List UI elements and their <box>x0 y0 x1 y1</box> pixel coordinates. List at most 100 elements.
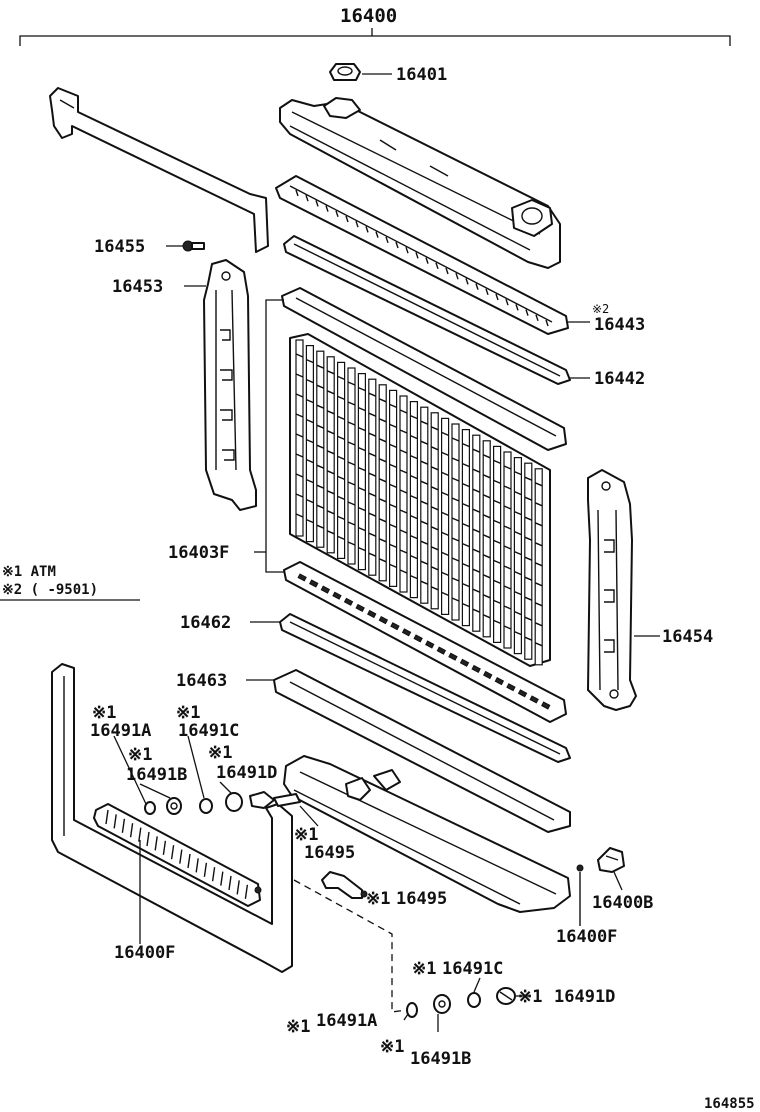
core-fin-tick <box>503 585 512 590</box>
core-fin-tick <box>430 566 439 571</box>
core-fin-tick <box>451 577 460 582</box>
tray-tooth <box>435 262 439 270</box>
lower-support-frame-part[interactable] <box>51 663 293 973</box>
cooler-fin <box>162 840 167 855</box>
upper-tank-gasket-part[interactable] <box>275 175 569 335</box>
core-fin-tick <box>316 364 325 369</box>
core-fin-tick <box>347 501 356 506</box>
part-label-16462[interactable]: 16462 <box>180 613 231 633</box>
upper-tank-part[interactable] <box>279 97 561 269</box>
assembly-number-label[interactable]: 16400 <box>340 5 397 27</box>
core-fin-tick <box>316 524 325 529</box>
core-fin-tick <box>389 543 397 549</box>
radiator-cap-part[interactable] <box>329 63 361 81</box>
tray-tooth <box>455 272 459 280</box>
core-fin-tick <box>451 597 460 602</box>
core-fin-tick <box>347 421 356 426</box>
part-label-16403F[interactable]: 16403F <box>168 543 229 563</box>
right-side-bracket-part[interactable] <box>587 469 637 711</box>
core-fin-tick <box>358 486 366 492</box>
upper-o-ring-gasket-part[interactable] <box>283 235 571 385</box>
part-label-16453[interactable]: 16453 <box>112 277 163 297</box>
drain-plug-part[interactable] <box>576 864 584 926</box>
core-fin-tick <box>482 454 491 459</box>
core-fin-tick <box>420 480 429 485</box>
part-label-16491C-bot[interactable]: 16491C <box>442 959 503 979</box>
core-fin-tick <box>451 497 460 502</box>
radiator-core-part[interactable] <box>281 287 567 723</box>
core-fin-tick <box>430 426 439 431</box>
part-label-16401[interactable]: 16401 <box>396 65 447 85</box>
tray-tooth <box>505 298 509 306</box>
part-mark-16491C-bot: ※1 <box>412 959 436 979</box>
core-fin-tick <box>534 622 543 627</box>
core-fin <box>472 434 481 632</box>
core-fin-tick <box>482 554 491 559</box>
fitting-row-upper[interactable] <box>144 791 301 815</box>
core-fin-tick <box>399 429 408 434</box>
core-fin-tick <box>524 536 533 541</box>
core-fin-tick <box>316 404 325 409</box>
core-fin-tick <box>462 462 470 468</box>
core-fin <box>409 401 418 599</box>
core-fin-tick <box>306 358 314 364</box>
header-slot <box>367 609 377 619</box>
part-mark-16491D-top: ※1 <box>208 743 232 763</box>
core-fin-tick <box>482 574 491 579</box>
oil-cooler-part[interactable] <box>93 803 262 907</box>
part-label-16495-b[interactable]: 16495 <box>396 889 447 909</box>
cooler-fin <box>236 880 240 895</box>
part-label-16491B-bot[interactable]: 16491B <box>410 1049 471 1069</box>
part-mark-16491B-top: ※1 <box>128 745 152 765</box>
core-fin-tick <box>524 576 533 581</box>
core-fin-tick <box>295 393 304 398</box>
part-label-16491D-bot[interactable]: 16491D <box>554 987 615 1007</box>
core-fin-tick <box>306 378 314 384</box>
core-fin <box>503 451 512 649</box>
core-fin-tick <box>410 574 418 580</box>
left-side-bracket-part[interactable] <box>203 259 257 511</box>
cooler-fin <box>129 823 134 838</box>
part-label-16491A-bot[interactable]: 16491A <box>316 1011 377 1031</box>
part-label-16495-a[interactable]: 16495 <box>304 843 355 863</box>
core-fin-tick <box>368 492 377 497</box>
drain-cock-part[interactable] <box>597 847 625 873</box>
cooler-hose-part[interactable] <box>321 871 368 899</box>
lower-o-ring-gasket-part[interactable] <box>279 613 571 763</box>
part-label-16491C-top[interactable]: 16491C <box>178 721 239 741</box>
core-fin-tick <box>306 398 314 404</box>
cooler-fin <box>138 827 142 842</box>
cooler-fin <box>211 867 216 882</box>
part-label-16491[interactable]: 16400F <box>114 943 175 963</box>
core-fin-tick <box>430 446 439 451</box>
core-fin-tick <box>326 390 335 395</box>
lower-tank-gasket-part[interactable] <box>273 669 571 833</box>
part-label-16491A-top[interactable]: 16491A <box>90 721 151 741</box>
tray-tooth <box>465 278 469 285</box>
part-label-16400B[interactable]: 16400B <box>592 893 653 913</box>
core-fin-tick <box>503 465 512 470</box>
core-fin-tick <box>462 542 470 548</box>
part-label-16443[interactable]: 16443 <box>594 315 645 335</box>
core-fin-tick <box>462 602 470 608</box>
header-slot <box>332 591 342 600</box>
bolt-part[interactable] <box>182 240 205 252</box>
part-label-16491D-top[interactable]: 16491D <box>216 763 277 783</box>
lower-tank-part[interactable] <box>283 755 571 913</box>
core-fin-tick <box>389 503 397 509</box>
core-fin-tick <box>482 614 491 619</box>
cooler-fin <box>121 818 126 833</box>
part-label-16454[interactable]: 16454 <box>662 627 713 647</box>
part-label-16400F[interactable]: 16400F <box>556 927 617 947</box>
core-fin-tick <box>524 636 533 641</box>
part-label-16491B-top[interactable]: 16491B <box>126 765 187 785</box>
core-fin-tick <box>326 450 335 455</box>
upper-support-bar-part[interactable] <box>49 87 269 253</box>
core-fin-tick <box>451 457 460 462</box>
core-fin-tick <box>441 531 449 537</box>
part-label-16455[interactable]: 16455 <box>94 237 145 257</box>
core-fin-tick <box>524 496 533 501</box>
part-label-16442[interactable]: 16442 <box>594 369 645 389</box>
part-label-16463[interactable]: 16463 <box>176 671 227 691</box>
fitting-row-lower[interactable] <box>406 987 516 1018</box>
